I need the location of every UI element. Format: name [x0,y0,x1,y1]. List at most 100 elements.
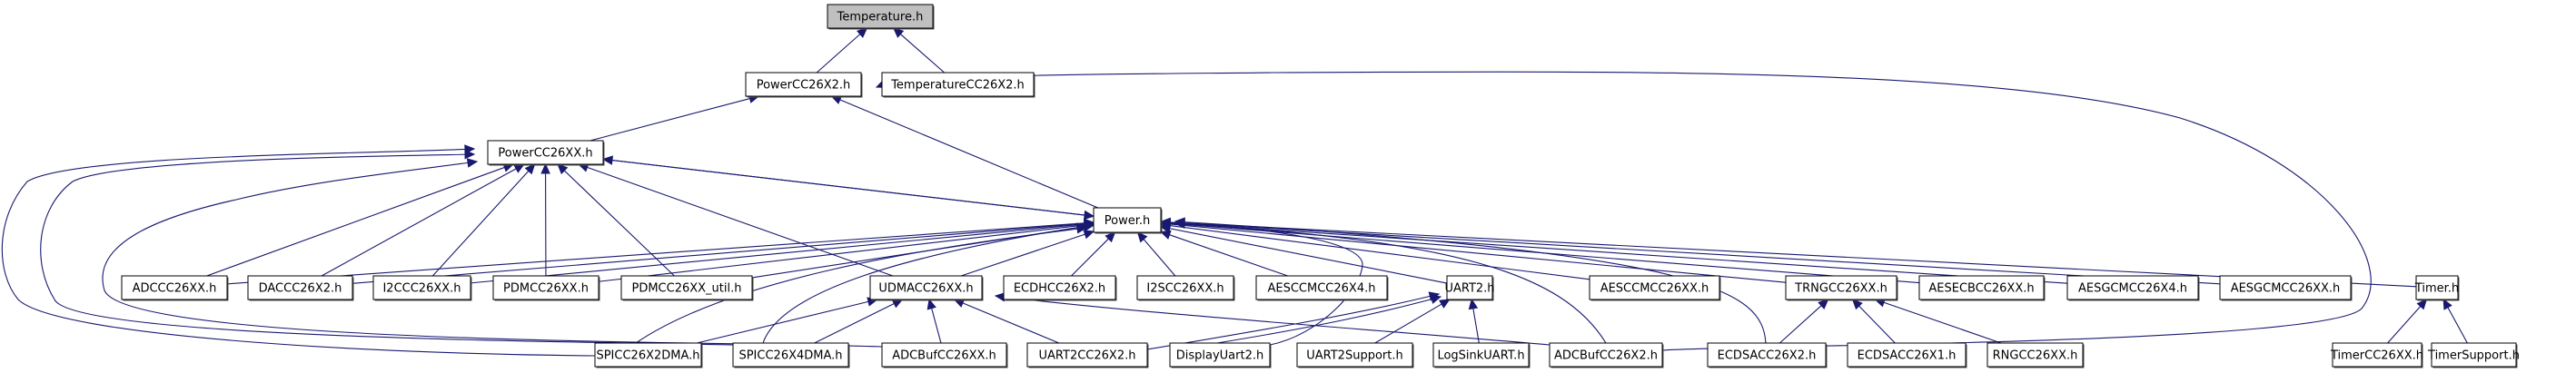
node-box[interactable] [372,275,471,300]
node-box[interactable] [2332,342,2422,368]
node-timersupport[interactable]: TimerSupport.h [2427,342,2520,368]
node-aesccmcc26x4[interactable]: AESCCMCC26X4.h [1255,275,1389,301]
node-power[interactable]: Power.h [1093,207,1163,234]
node-box[interactable] [1549,342,1663,368]
node-box[interactable] [2219,275,2352,300]
node-box[interactable] [1136,275,1234,300]
node-box[interactable] [1446,275,1493,300]
node-box[interactable] [492,275,599,300]
node-uart2support[interactable]: UART2Support.h [1296,342,1414,368]
node-box[interactable] [1589,275,1720,300]
node-label[interactable]: ADCBufCC26X2.h [1554,349,1658,363]
node-i2ccc26xx[interactable]: I2CCC26XX.h [372,275,472,301]
root-node-box[interactable] [827,4,934,29]
node-box[interactable] [1003,275,1116,300]
node-label[interactable]: UART2CC26X2.h [1039,349,1136,363]
node-uart2[interactable]: UART2.h [1444,275,1495,301]
node-label[interactable]: DACCC26X2.h [259,282,342,296]
node-adcbufcc26x2[interactable]: ADCBufCC26X2.h [1549,342,1664,368]
node-box[interactable] [1707,342,1827,368]
node-box[interactable] [247,275,353,300]
node-spicc26x4dma[interactable]: SPICC26X4DMA.h [732,342,850,368]
node-box[interactable] [2431,342,2517,368]
node-i2scc26xx[interactable]: I2SCC26XX.h [1136,275,1235,301]
node-aesccmcc26xx[interactable]: AESCCMCC26XX.h [1589,275,1721,301]
node-label[interactable]: TRNGCC26XX.h [1794,282,1887,296]
node-timer[interactable]: Timer.h [2414,275,2460,301]
node-label[interactable]: TimerSupport.h [2427,349,2520,363]
node-label[interactable]: Timer.h [2414,282,2459,296]
node-label[interactable]: ECDHCC26X2.h [1014,282,1105,296]
node-temperaturecc26x2[interactable]: TemperatureCC26X2.h [881,72,1035,98]
node-adcbufcc26xx[interactable]: ADCBufCC26XX.h [881,342,1008,368]
node-logsinkuart[interactable]: LogSinkUART.h [1432,342,1531,368]
node-label[interactable]: PowerCC26XX.h [498,147,592,161]
node-label[interactable]: TemperatureCC26X2.h [890,79,1025,93]
node-daccc26x2[interactable]: DACCC26X2.h [247,275,354,301]
node-label[interactable]: PowerCC26X2.h [757,79,851,93]
node-box[interactable] [1785,275,1897,300]
node-label[interactable]: AESGCMCC26XX.h [2231,282,2341,296]
node-adccc26xx[interactable]: ADCCC26XX.h [121,275,229,301]
node-uart2cc26x2[interactable]: UART2CC26X2.h [1026,342,1149,368]
node-box[interactable] [487,140,604,165]
node-powercc26xx[interactable]: PowerCC26XX.h [487,140,605,166]
node-box[interactable] [1296,342,1413,368]
node-box[interactable] [594,342,702,368]
node-label[interactable]: ADCCC26XX.h [133,282,217,296]
node-box[interactable] [620,275,753,300]
node-label[interactable]: UART2.h [1444,282,1494,296]
node-label[interactable]: ECDSACC26X2.h [1718,349,1817,363]
node-label[interactable]: AESECBCC26XX.h [1928,282,2034,296]
node-timercc26xx[interactable]: TimerCC26XX.h [2330,342,2423,368]
node-label[interactable]: RNGCC26XX.h [1993,349,2078,363]
node-displayuart2[interactable]: DisplayUart2.h [1169,342,1272,368]
node-ecdsacc26x1[interactable]: ECDSACC26X1.h [1847,342,1967,368]
node-box[interactable] [121,275,228,300]
node-box[interactable] [1847,342,1967,368]
node-label[interactable]: AESGCMCC26X4.h [2078,282,2187,296]
node-box[interactable] [1255,275,1388,300]
node-label[interactable]: UDMACC26XX.h [878,282,973,296]
node-box[interactable] [745,72,862,97]
node-box[interactable] [1093,207,1162,233]
node-aesgcmcc26xx[interactable]: AESGCMCC26XX.h [2219,275,2353,301]
node-trngcc26xx[interactable]: TRNGCC26XX.h [1785,275,1898,301]
node-label[interactable]: AESCCMCC26XX.h [1600,282,1709,296]
node-box[interactable] [1986,342,2084,368]
node-ecdhcc26x2[interactable]: ECDHCC26X2.h [1003,275,1117,301]
node-pdmcc26xx[interactable]: PDMCC26XX.h [492,275,600,301]
node-label[interactable]: PDMCC26XX.h [503,282,589,296]
node-box[interactable] [881,342,1007,368]
node-box[interactable] [881,72,1035,97]
node-label[interactable]: ADCBufCC26XX.h [892,349,996,363]
node-label[interactable]: AESCCMCC26X4.h [1268,282,1376,296]
node-label[interactable]: TimerCC26XX.h [2330,349,2423,363]
node-label[interactable]: I2CCC26XX.h [382,282,461,296]
node-label[interactable]: SPICC26X2DMA.h [596,349,699,363]
node-box[interactable] [1432,342,1530,368]
node-box[interactable] [732,342,849,368]
node-spicc26x2dma[interactable]: SPICC26X2DMA.h [594,342,703,368]
node-box[interactable] [1918,275,2045,300]
node-label[interactable]: I2SCC26XX.h [1146,282,1224,296]
node-box[interactable] [2066,275,2199,300]
node-label[interactable]: Power.h [1105,214,1150,228]
node-ecdsacc26x2[interactable]: ECDSACC26X2.h [1707,342,1828,368]
node-label[interactable]: PDMCC26XX_util.h [631,282,741,296]
node-powercc26x2[interactable]: PowerCC26X2.h [745,72,863,98]
node-pdmcc26xx_util[interactable]: PDMCC26XX_util.h [620,275,754,301]
node-aesgcmcc26x4[interactable]: AESGCMCC26X4.h [2066,275,2200,301]
node-label[interactable]: Temperature.h [837,11,924,25]
node-label[interactable]: SPICC26X4DMA.h [738,349,842,363]
node-box[interactable] [1169,342,1271,368]
node-box[interactable] [1026,342,1148,368]
node-rngcc26xx[interactable]: RNGCC26XX.h [1986,342,2085,368]
node-label[interactable]: ECDSACC26X1.h [1858,349,1957,363]
node-label[interactable]: LogSinkUART.h [1437,349,1524,363]
node-temperature[interactable]: Temperature.h [827,4,935,30]
node-label[interactable]: UART2Support.h [1306,349,1402,363]
node-aesecbcc26xx[interactable]: AESECBCC26XX.h [1918,275,2046,301]
node-udmacc26xx[interactable]: UDMACC26XX.h [869,275,984,301]
node-label[interactable]: DisplayUart2.h [1176,349,1263,363]
